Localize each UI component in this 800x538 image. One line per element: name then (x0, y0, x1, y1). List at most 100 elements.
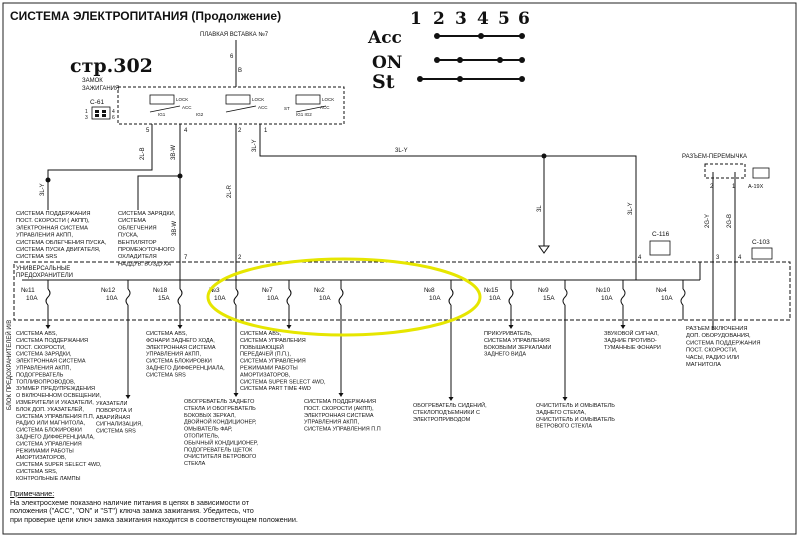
system-label-line: ЗАДНЕГО ДИФФЕРЕНЦИАЛА, (146, 366, 225, 372)
system-label-line: ОБЫЧНЫЙ КОНДИЦИОНЕР, (184, 438, 258, 446)
system-label-line: СИСТЕМА ПОДДЕРЖАНИЯ (686, 340, 760, 346)
system-label-line: ЭЛЕКТРОННАЯ СИСТЕМА (16, 225, 88, 231)
system-label-line: СИСТЕМА ABS, (146, 331, 188, 337)
fuse-id: №18 (153, 287, 168, 294)
system-label-line: ФОНАРИ ЗАДНЕГО ХОДА, (146, 338, 215, 344)
system-label-line: СИСТЕМА SUPER SELECT 4WD, (16, 462, 102, 468)
note: Примечание: На электросхеме показано нал… (10, 489, 570, 524)
fuse-amp: 10A (267, 295, 279, 302)
bus-pin: 2 (238, 255, 242, 261)
system-label-line: ОЧИСТИТЕЛЬ И ОМЫВАТЕЛЬ (536, 403, 615, 409)
fuse-id: №3 (209, 287, 220, 294)
position-dot (519, 76, 525, 82)
svg-text:LOCK: LOCK (322, 97, 334, 102)
arrow-icon (233, 393, 239, 397)
fuse-id: №9 (538, 287, 549, 294)
system-label-line: КОНТРОЛЬНЫЕ ЛАМПЫ (16, 476, 81, 482)
connector-c103-label: С-103 (752, 239, 770, 246)
system-label-line: ТУМАННЫЕ ФОНАРИ (604, 345, 661, 351)
system-label-line: СИСТЕМА БЛОКИРОВКИ (16, 428, 82, 434)
fuse-id: №7 (262, 287, 273, 294)
fuse-symbol (338, 288, 344, 306)
system-label-line: ЗВУКОВОЙ СИГНАЛ, (604, 329, 659, 337)
svg-text:6: 6 (112, 115, 115, 121)
position-number: 2 (433, 9, 445, 29)
system-label-line: СИСТЕМА УПРАВЛЕНИЯ (240, 359, 306, 365)
system-label-line: БЛОК ДОП. УКАЗАТЕЛЕЙ, (16, 405, 84, 413)
bus-pin: 3 (716, 255, 720, 261)
fuse-symbol (680, 288, 686, 306)
system-label-line: СИСТЕМА ABS, (16, 331, 58, 337)
system-label-line: ПОВЫШАЮЩЕЙ (240, 343, 284, 351)
system-label-line: СИСТЕМА ПОДДЕРЖАНИЯ (304, 399, 376, 405)
fuse-id: №10 (596, 287, 611, 294)
system-label-line: СИСТЕМА ОБЛЕГЧЕНИЯ ПУСКА, (16, 240, 107, 246)
wire-label: 2L-R (227, 184, 233, 198)
position-number: 4 (477, 9, 489, 29)
svg-text:4: 4 (184, 128, 188, 134)
fuse-symbol (286, 288, 292, 306)
fuse-id: №4 (656, 287, 667, 294)
note-line: положения ("ACC", "ON" и "ST") ключа зам… (10, 506, 254, 516)
connector-c116-icon (649, 240, 671, 256)
system-label-line: ПРИКУРИВАТЕЛЬ, (484, 331, 533, 337)
system-label-line: СИСТЕМА SUPER SELECT 4WD, (240, 379, 326, 385)
connector-c61-icon (91, 106, 111, 120)
fuse-id: №15 (484, 287, 499, 294)
arrow-icon (562, 397, 568, 401)
system-label-line: ПЕРЕДАЧЕЙ (П.П.), (240, 350, 291, 358)
svg-text:ЗАЖИГАНИЯ: ЗАЖИГАНИЯ (82, 86, 119, 92)
row-label-acc: Acc (367, 28, 402, 48)
system-label-line: ЗАДНЕГО ВИДА (484, 352, 526, 358)
system-label-line: ПОДОГРЕВАТЕЛЬ (16, 372, 64, 378)
system-label-line: ЗУММЕР ПРЕДУПРЕЖДЕНИЯ (16, 386, 95, 392)
system-label-line: УПРАВЛЕНИЯ АКПП, (16, 233, 73, 239)
system-label-line: ПОСТ. СКОРОСТИ, (16, 345, 66, 351)
wire-label: 3L-Y (252, 139, 258, 152)
system-label-line: УПРАВЛЕНИЯ АКПП, (16, 366, 72, 372)
fuse-amp: 15A (158, 295, 170, 302)
top-fuse-pin: 6 (230, 54, 234, 60)
system-label-line: СИСТЕМА БЛОКИРОВКИ (146, 359, 212, 365)
system-label-line: СИСТЕМА УПРАВЛЕНИЯ (484, 338, 550, 344)
system-label-line: СТЕКЛА И ОБОГРЕВАТЕЛЬ (184, 406, 256, 412)
system-label-line: АМОРТИЗАТОРОВ, (240, 372, 291, 378)
system-label-line: СИСТЕМА УПРАВЛЕНИЯ П.П, (16, 414, 95, 420)
system-label-line: РАЗЪЕМ ВКЛЮЧЕНИЯ (686, 326, 747, 332)
svg-text:ACC: ACC (182, 105, 192, 110)
fuse-symbol (508, 288, 514, 306)
system-label-line: АВАРИЙНАЯ (96, 413, 130, 421)
fuse-symbol (448, 288, 454, 306)
fuse-id: №11 (21, 287, 35, 294)
system-label-line: РЕЖИМАМИ РАБОТЫ (16, 448, 74, 454)
system-label-line: АМОРТИЗАТОРОВ, (16, 455, 67, 461)
note-line: при проверке цепи ключ замка зажигания н… (10, 514, 298, 524)
svg-text:IG2: IG2 (196, 112, 204, 117)
svg-text:1: 1 (85, 109, 88, 115)
row-label-on: ON (372, 53, 402, 73)
arrow-icon (508, 325, 514, 329)
system-label-line: ПОВОРОТА И (96, 408, 132, 414)
position-dot (457, 57, 463, 63)
fuse-symbol (620, 288, 626, 306)
wire-label: 3L-Y (628, 202, 634, 215)
system-label-line: СИСТЕМА SRS, (16, 469, 58, 475)
svg-text:5: 5 (146, 128, 150, 134)
system-label-line: ОЧИСТИТЕЛЯ ВЕТРОВОГО (184, 454, 257, 460)
svg-text:IG1 IG2: IG1 IG2 (296, 112, 312, 117)
arrow-icon (125, 395, 131, 399)
svg-text:IG1: IG1 (158, 112, 166, 117)
svg-text:4: 4 (112, 109, 115, 115)
wire-label: 3L (537, 205, 543, 212)
highlight-ellipse (206, 257, 482, 337)
side-label: БЛОК ПРЕДОХРАНИТЕЛЕЙ И/В (5, 320, 13, 410)
system-label-line: ОБЛЕГЧЕНИЯ (118, 225, 157, 231)
connector-a19x-icon (752, 167, 770, 179)
svg-text:ST: ST (284, 106, 290, 111)
